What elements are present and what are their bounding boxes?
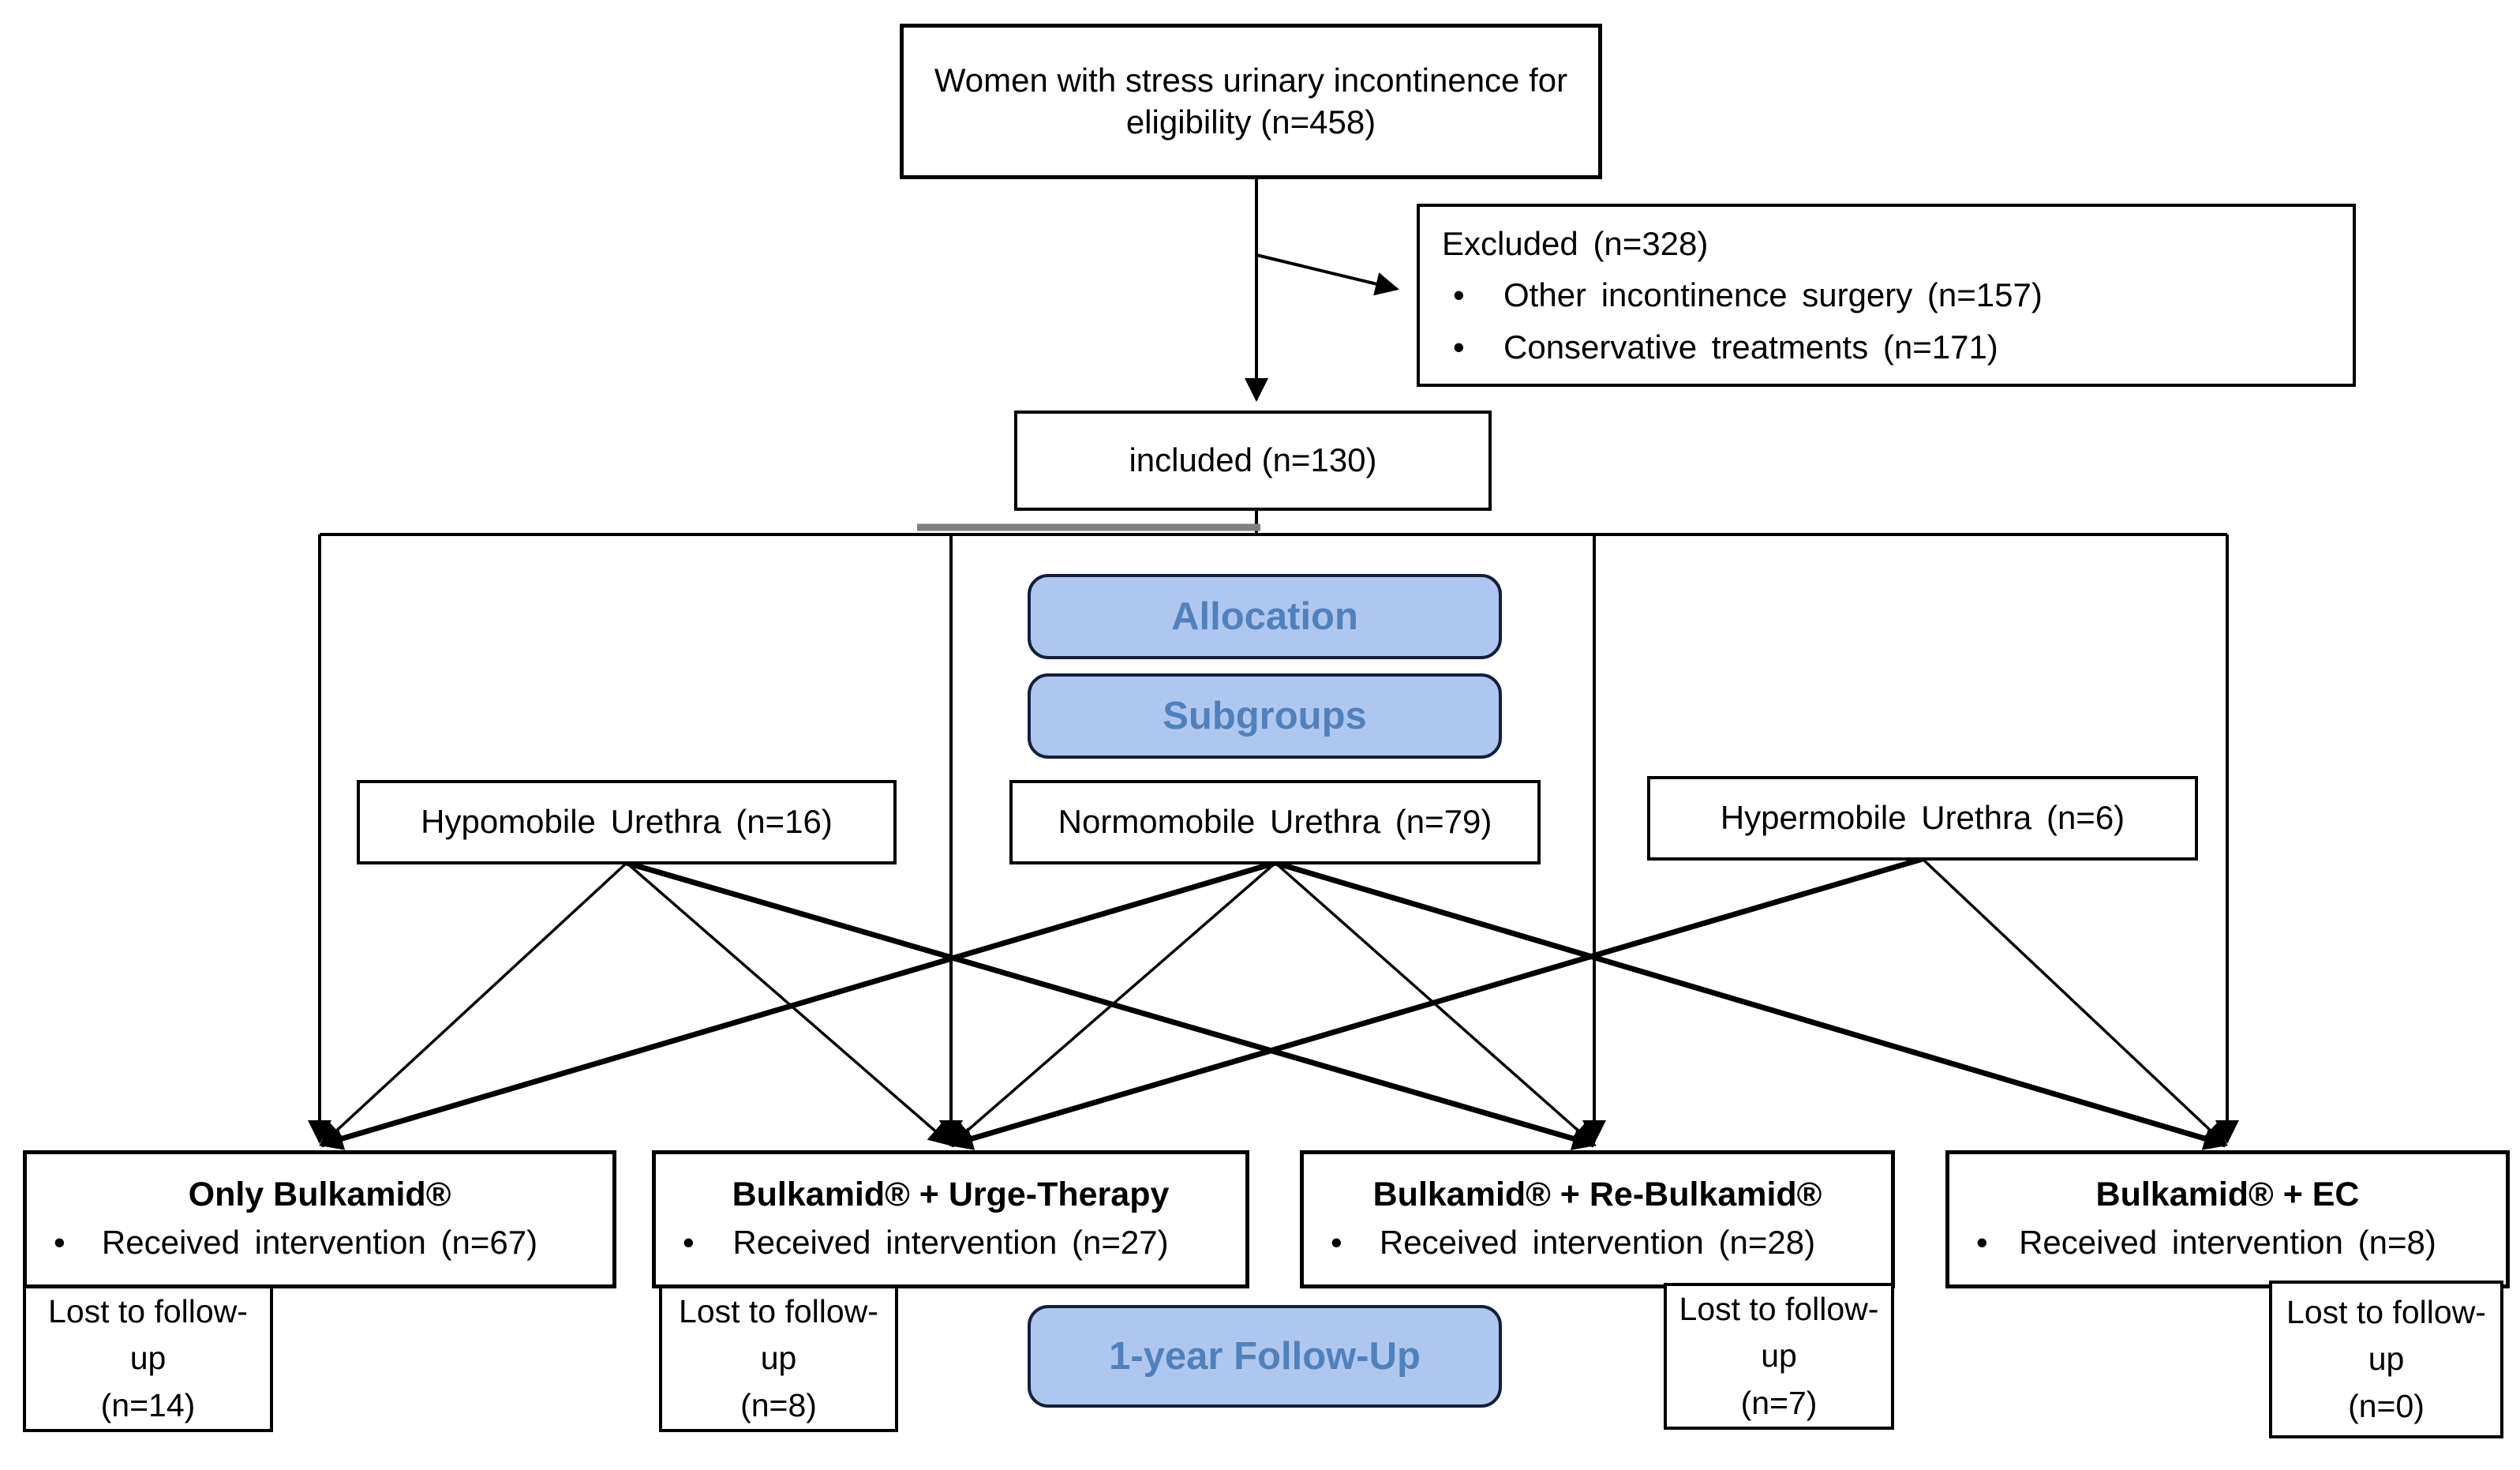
excluded-box: Excluded (n=328) •Other incontinence sur… [1417,204,2356,387]
bullet-icon: • [1453,328,1465,366]
excluded-bullet-1: •Other incontinence surgery (n=157) [1442,269,2043,321]
stage-subgroups: Subgroups [1028,673,1502,759]
bullet-icon: • [1976,1223,1988,1261]
included-text: included (n=130) [1129,441,1377,479]
flow-edge-hypermobile-group2 [949,856,1923,1150]
group-title: Only Bulkamid® [188,1176,451,1213]
flow-edge-hypermobile-group4 [1921,857,2228,1147]
group-intervention: •Received intervention (n=67) [54,1223,538,1261]
group-only-bulkamid: Only Bulkamid® •Received intervention (n… [23,1150,616,1288]
group-title: Bulkamid® + EC [2095,1176,2360,1213]
group-title: Bulkamid® + Re-Bulkamid® [1372,1176,1822,1213]
group-bulkamid-re-bulkamid: Bulkamid® + Re-Bulkamid® •Received inter… [1300,1150,1895,1288]
subgroup-normomobile: Normomobile Urethra (n=79) [1009,780,1541,864]
arrow-eligibility-excluded [1256,253,1399,296]
eligibility-text: Women with stress urinary incontinence f… [934,62,1568,141]
lost-followup-group3: Lost to follow-up (n=7) [1664,1283,1894,1430]
stage-followup: 1-year Follow-Up [1028,1305,1502,1408]
bullet-icon: • [1453,276,1465,314]
subgroup-hypomobile: Hypomobile Urethra (n=16) [357,780,897,864]
excluded-title: Excluded (n=328) [1442,225,1709,263]
bullet-icon: • [54,1223,66,1261]
flow-edge-hypomobile-group1 [319,861,628,1147]
bullet-icon: • [683,1223,695,1261]
lost-followup-group4: Lost to follow-up (n=0) [2269,1281,2503,1438]
stage-allocation: Allocation [1028,574,1502,659]
group-intervention: •Received intervention (n=28) [1331,1223,1816,1261]
flow-edge-hypomobile-group3 [626,860,1597,1150]
lost-followup-group1: Lost to follow-up (n=14) [23,1285,273,1432]
subgroup-hypermobile: Hypermobile Urethra (n=6) [1647,776,2198,861]
group-bulkamid-ec: Bulkamid® + EC •Received intervention (n… [1945,1150,2510,1288]
included-box: included (n=130) [1014,411,1492,511]
lost-followup-group2: Lost to follow-up (n=8) [659,1285,898,1432]
group-intervention: •Received intervention (n=8) [1976,1223,2436,1261]
bullet-icon: • [1331,1223,1342,1261]
group-title: Bulkamid® + Urge-Therapy [732,1176,1170,1213]
group-bulkamid-urge-therapy: Bulkamid® + Urge-Therapy •Received inter… [652,1150,1249,1288]
flow-edge-normomobile-group2 [949,861,1277,1146]
group-intervention: •Received intervention (n=27) [683,1223,1169,1261]
eligibility-box: Women with stress urinary incontinence f… [900,24,1602,179]
flow-edge-normomobile-group1 [319,860,1276,1150]
excluded-bullet-2: •Conservative treatments (n=171) [1442,321,1998,373]
flow-edge-normomobile-group4 [1275,860,2228,1150]
